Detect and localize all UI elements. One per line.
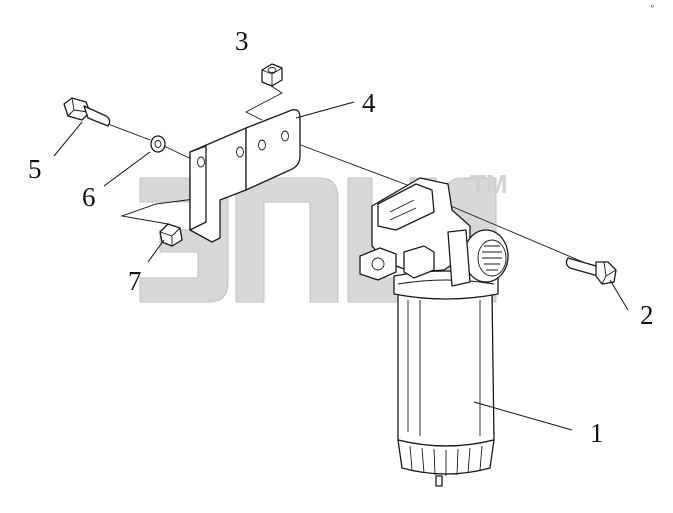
- leader-lines: [53, 101, 629, 431]
- callout-labels: 1 2 3 4 5 6 7: [28, 26, 654, 448]
- nut-part-7: [159, 223, 183, 247]
- callout-4: 4: [362, 88, 376, 118]
- bolt-part-2: [565, 257, 617, 285]
- assembly-lines: [107, 83, 591, 266]
- callout-2: 2: [640, 300, 654, 330]
- bracket-part: [189, 109, 301, 243]
- callout-7: 7: [128, 266, 142, 296]
- callout-6: 6: [82, 182, 96, 212]
- washer-part-6: [150, 135, 166, 153]
- trademark-mark: TM: [470, 169, 508, 199]
- corner-mark: ″: [650, 4, 654, 15]
- bolt-part-5: [63, 97, 111, 127]
- callout-5: 5: [28, 154, 42, 184]
- fuel-filter-part-1: [359, 177, 509, 487]
- callout-1: 1: [590, 418, 604, 448]
- nut-part-3: [261, 63, 283, 87]
- callout-3: 3: [235, 26, 249, 56]
